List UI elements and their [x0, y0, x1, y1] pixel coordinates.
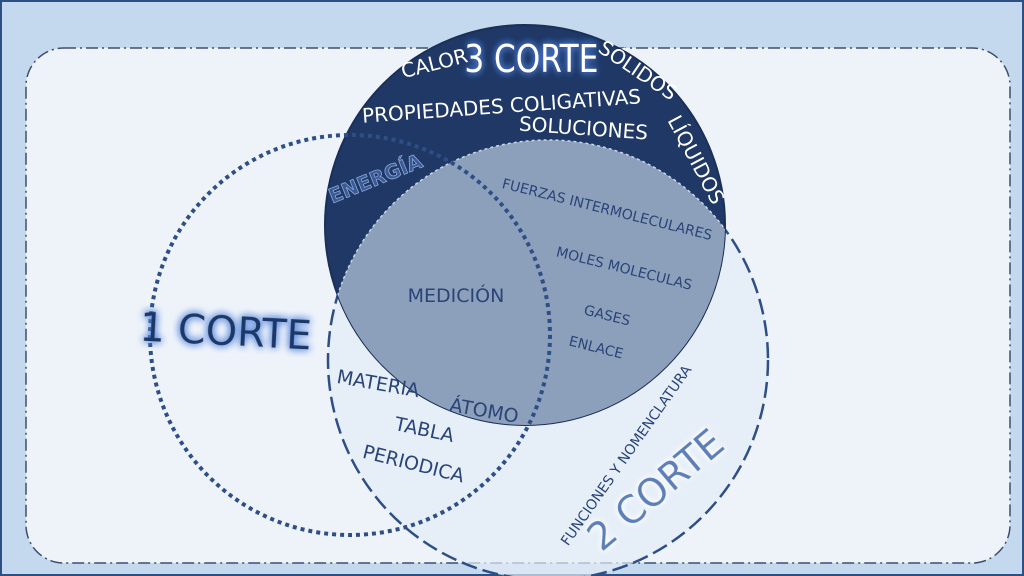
- circle-corte-1: [148, 133, 552, 537]
- corte-1-title: 1 CORTE: [139, 305, 313, 360]
- corte-3-title: 3 CORTE: [464, 38, 598, 82]
- label-medicion: MEDICIÓN: [408, 283, 505, 307]
